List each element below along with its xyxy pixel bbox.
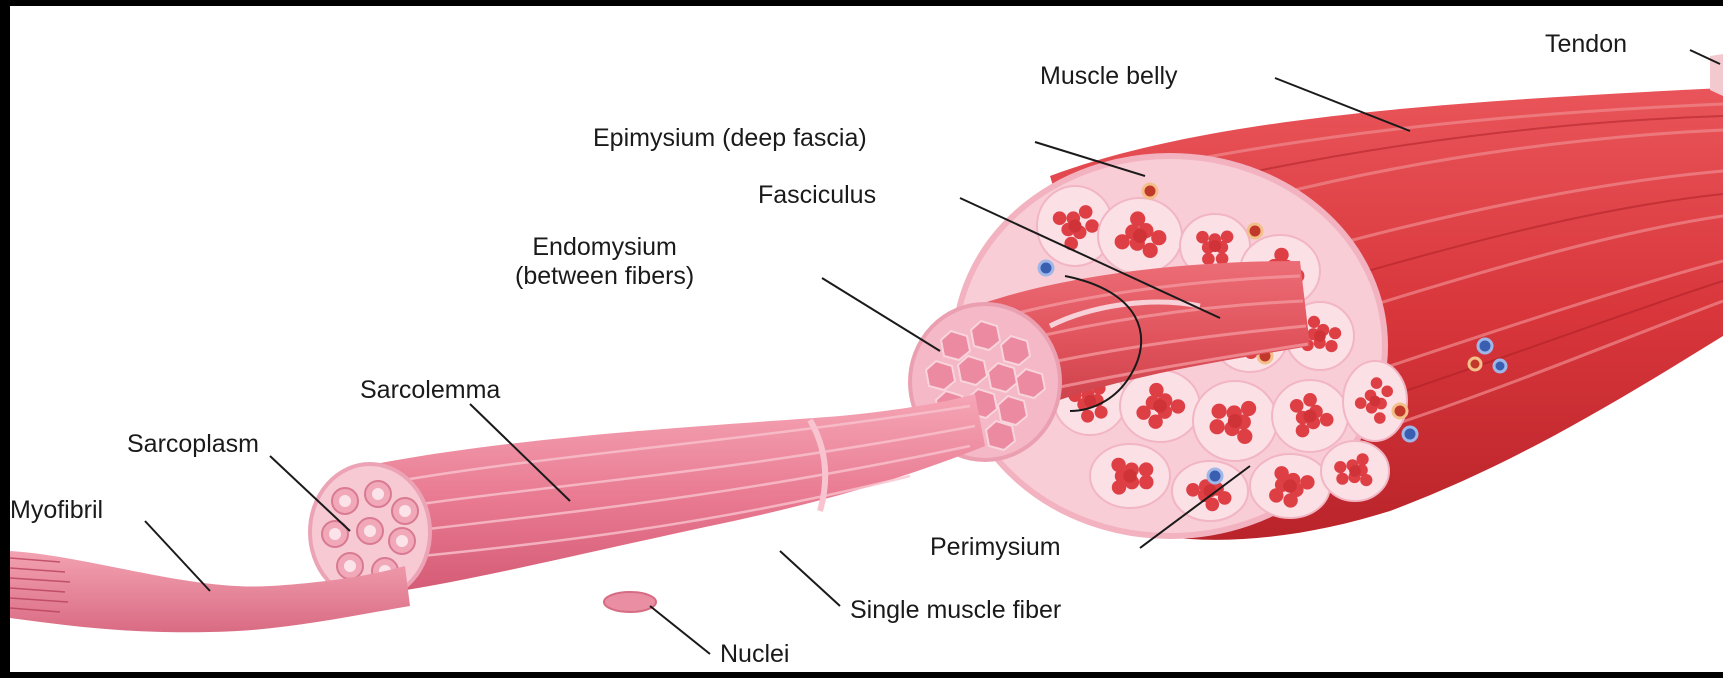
diagram-canvas: Tendon Muscle belly Epimysium (deep fasc… (10, 6, 1723, 672)
fascicle (1321, 441, 1389, 501)
muscle-fiber-section (941, 331, 970, 360)
label-tendon: Tendon (1545, 30, 1627, 59)
label-sarcolemma: Sarcolemma (360, 376, 500, 405)
label-muscle-belly: Muscle belly (1040, 62, 1178, 91)
leader-single-fiber (780, 551, 840, 606)
muscle-fiber-section (958, 356, 987, 385)
label-single-muscle-fiber: Single muscle fiber (850, 596, 1061, 625)
label-epimysium: Epimysium (deep fascia) (593, 124, 867, 153)
fascicle (1193, 381, 1277, 461)
muscle-fiber-section (986, 421, 1015, 450)
muscle-fiber-section (1001, 336, 1030, 365)
muscle-fiber-section (998, 396, 1027, 425)
muscle-fiber-section (971, 321, 1000, 350)
fascicle (1090, 444, 1170, 508)
leader-nuclei (650, 606, 710, 654)
single-muscle-fiber (310, 394, 985, 612)
label-myofibril: Myofibril (10, 496, 103, 525)
muscle-fiber-section (988, 363, 1017, 392)
label-perimysium: Perimysium (930, 533, 1061, 562)
fascicle (1272, 380, 1348, 452)
muscle-fiber-section (1016, 369, 1045, 398)
fascicle (1098, 198, 1182, 274)
leader-endomysium (822, 278, 940, 351)
muscle-structure-illustration (10, 6, 1723, 672)
label-sarcoplasm: Sarcoplasm (127, 430, 259, 459)
fascicle (1120, 370, 1200, 442)
fascicle (1250, 454, 1330, 518)
label-nuclei: Nuclei (720, 640, 789, 669)
label-endomysium: Endomysium (between fibers) (515, 233, 694, 291)
fascicle (1343, 361, 1407, 441)
label-endomysium-line2: (between fibers) (515, 262, 694, 291)
label-endomysium-line1: Endomysium (515, 233, 694, 262)
muscle-fiber-section (926, 361, 955, 390)
label-fasciculus: Fasciculus (758, 181, 876, 210)
